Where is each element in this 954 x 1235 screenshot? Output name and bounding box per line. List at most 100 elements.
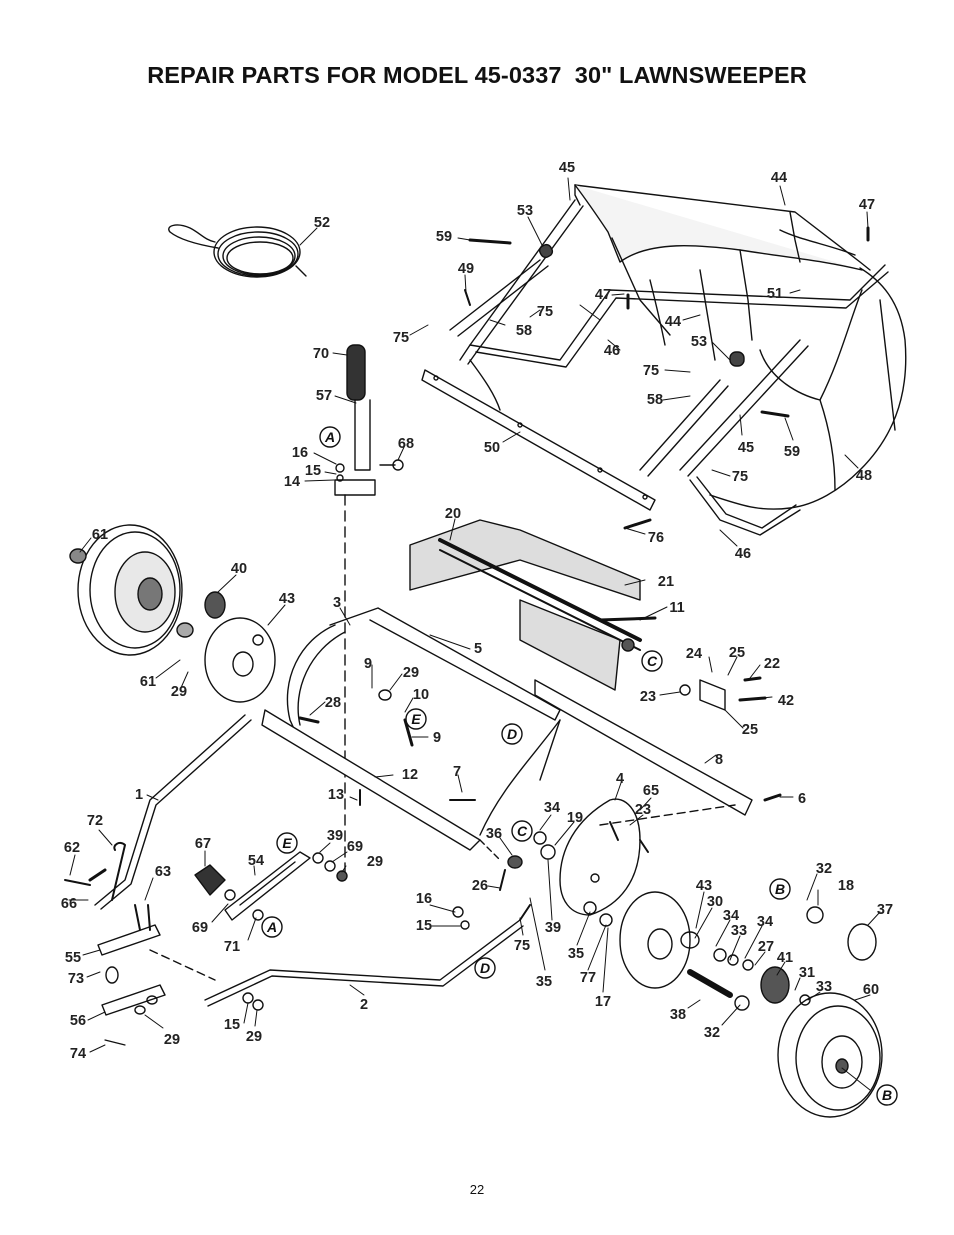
- reference-letter-text: A C E D C E B A D B: [266, 429, 892, 1103]
- part-label: 34: [757, 914, 773, 930]
- part-label: 58: [647, 392, 663, 408]
- part-label: 4: [616, 771, 624, 787]
- part-label: 59: [436, 229, 452, 245]
- part-label: 43: [696, 878, 712, 894]
- part-label: 53: [517, 203, 533, 219]
- part-label: 53: [691, 334, 707, 350]
- label-leader-lines: [68, 177, 881, 1091]
- part-label: 63: [155, 864, 171, 880]
- page-title: REPAIR PARTS FOR MODEL 45-0337 30" LAWNS…: [147, 62, 807, 88]
- part-label: 61: [92, 527, 108, 543]
- part-label: 76: [648, 530, 664, 546]
- part-label: 36: [486, 826, 502, 842]
- part-label: 8: [715, 752, 723, 768]
- part-label: 33: [731, 923, 747, 939]
- height-adjust-handle-illustration: [334, 344, 404, 881]
- part-label: 75: [514, 938, 530, 954]
- part-label: 10: [413, 687, 429, 703]
- part-label: 58: [516, 323, 532, 339]
- part-label: 56: [70, 1013, 86, 1029]
- part-label: 16: [292, 445, 308, 461]
- part-label: 23: [640, 689, 656, 705]
- ref-letter-b: B: [882, 1087, 892, 1103]
- part-label: 75: [537, 304, 553, 320]
- ref-letter-e: E: [282, 835, 292, 851]
- part-label: 9: [433, 730, 441, 746]
- ref-letter-d: D: [507, 726, 517, 742]
- bag-frame-illustration: [449, 199, 889, 536]
- sweeper-housing-illustration: [261, 607, 753, 916]
- part-label: 59: [784, 444, 800, 460]
- page-number: 22: [469, 1182, 485, 1197]
- part-label: 49: [458, 261, 474, 277]
- part-label: 60: [863, 982, 879, 998]
- ref-letter-a: A: [324, 429, 335, 445]
- part-label: 29: [367, 854, 383, 870]
- part-label: 41: [777, 950, 793, 966]
- part-label: 50: [484, 440, 500, 456]
- part-label: 15: [416, 918, 432, 934]
- part-label: 18: [838, 878, 854, 894]
- part-label: 71: [224, 939, 240, 955]
- part-label: 29: [246, 1029, 262, 1045]
- part-label: 68: [398, 436, 414, 452]
- ref-letter-d: D: [480, 960, 490, 976]
- part-label: 62: [64, 840, 80, 856]
- part-label: 28: [325, 695, 341, 711]
- part-label: 51: [767, 286, 783, 302]
- part-label: 5: [474, 641, 482, 657]
- part-label: 57: [316, 388, 332, 404]
- part-label: 55: [65, 950, 81, 966]
- part-label: 16: [416, 891, 432, 907]
- part-label: 9: [364, 656, 372, 672]
- part-label: 46: [735, 546, 751, 562]
- part-label: 14: [284, 474, 300, 490]
- part-label: 47: [859, 197, 875, 213]
- grass-catcher-bag-illustration: [574, 184, 907, 510]
- part-label: 44: [665, 314, 681, 330]
- part-label: 72: [87, 813, 103, 829]
- part-label: 12: [402, 767, 418, 783]
- part-label: 54: [248, 853, 264, 869]
- part-label: 13: [328, 787, 344, 803]
- mounting-bar-illustration: [421, 369, 656, 511]
- ref-letter-c: C: [517, 823, 528, 839]
- right-wheel-illustration: [777, 992, 883, 1118]
- part-label: 27: [758, 939, 774, 955]
- part-label: 69: [347, 839, 363, 855]
- part-label: 69: [192, 920, 208, 936]
- left-wheel-illustration: [69, 524, 276, 703]
- part-label: 77: [580, 970, 596, 986]
- part-label: 39: [327, 828, 343, 844]
- part-label: 29: [403, 665, 419, 681]
- part-label: 52: [314, 215, 330, 231]
- part-label: 65: [643, 783, 659, 799]
- part-label: 24: [686, 646, 702, 662]
- part-label: 29: [171, 684, 187, 700]
- part-label: 44: [771, 170, 787, 186]
- part-label: 67: [195, 836, 211, 852]
- part-label: 73: [68, 971, 84, 987]
- part-label: 37: [877, 902, 893, 918]
- part-label: 26: [472, 878, 488, 894]
- part-label: 45: [738, 440, 754, 456]
- part-label: 45: [559, 160, 575, 176]
- part-label: 35: [536, 974, 552, 990]
- part-label: 30: [707, 894, 723, 910]
- part-label: 61: [140, 674, 156, 690]
- small-hardware-illustration: [64, 226, 870, 1011]
- reference-letter-markers: [261, 426, 898, 1106]
- part-label: 70: [313, 346, 329, 362]
- push-link-illustration: [94, 714, 736, 1007]
- part-label: 42: [778, 693, 794, 709]
- part-label: 47: [595, 287, 611, 303]
- part-label: 48: [856, 468, 872, 484]
- part-label: 2: [360, 997, 368, 1013]
- part-label: 19: [567, 810, 583, 826]
- part-label: 34: [723, 908, 739, 924]
- part-label: 75: [732, 469, 748, 485]
- part-label: 6: [798, 791, 806, 807]
- part-label: 22: [764, 656, 780, 672]
- ref-letter-a: A: [266, 919, 277, 935]
